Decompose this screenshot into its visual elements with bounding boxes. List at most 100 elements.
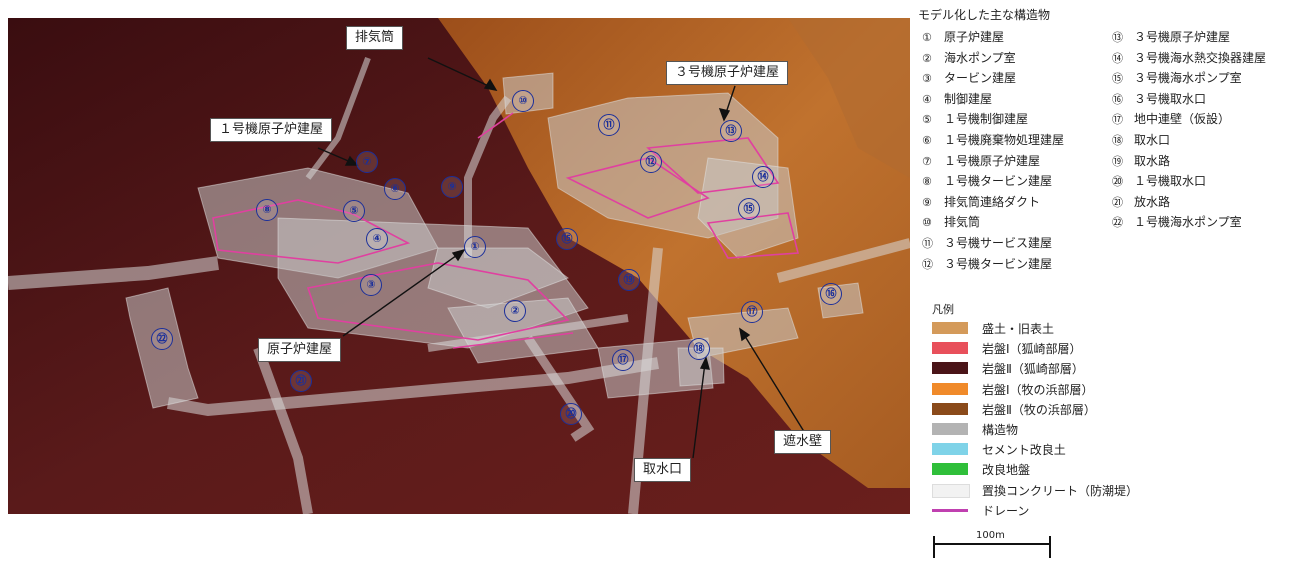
structure-label: 排気筒 [944, 215, 981, 230]
key-swatch [932, 342, 968, 355]
callout-water-intake: 取水口 [634, 458, 692, 482]
marker-20: ⑳ [560, 403, 582, 425]
structure-item: ⑪ ３号機サービス建屋 [922, 234, 1052, 251]
key-label: 岩盤Ⅰ（牧の浜部層） [982, 382, 1094, 397]
structure-marker: ⑨ [922, 195, 932, 209]
structure-label: タービン建屋 [944, 71, 1017, 86]
marker-15: ⑮ [738, 198, 760, 220]
site-model-rendering [7, 18, 912, 515]
structure-label: ３号機海水ポンプ室 [1134, 71, 1242, 86]
key-label: 岩盤Ⅰ（狐崎部層） [982, 342, 1082, 357]
structure-label: １号機取水口 [1134, 174, 1207, 189]
structure-label: ３号機取水口 [1134, 91, 1207, 106]
key-title: 凡例 [932, 303, 954, 316]
structure-label: 制御建屋 [944, 91, 993, 106]
marker-4: ④ [366, 228, 388, 250]
structure-marker: ⑯ [1112, 92, 1123, 106]
marker-5: ⑤ [343, 200, 365, 222]
marker-6: ⑥ [384, 178, 406, 200]
marker-22: ㉒ [151, 328, 173, 350]
structure-marker: ⑦ [922, 154, 932, 168]
key-swatch [932, 322, 968, 334]
structure-label: ３号機タービン建屋 [944, 256, 1053, 271]
key-label: セメント改良土 [982, 443, 1066, 458]
structure-item: ⑭ ３号機海水熱交換器建屋 [1112, 49, 1266, 66]
marker-15-secondary: ⑮ [556, 228, 578, 250]
pipework [7, 56, 912, 515]
site-model-view: 排気筒 ３号機原子炉建屋 １号機原子炉建屋 原子炉建屋 取水口 遮水壁 ① ② … [7, 18, 912, 515]
structure-label: １号機廃棄物処理建屋 [944, 133, 1065, 147]
structure-label: 海水ポンプ室 [944, 50, 1016, 65]
marker-9: ⑨ [441, 176, 463, 198]
key-swatch [932, 483, 970, 498]
marker-18: ⑱ [688, 338, 710, 360]
key-swatch [932, 463, 968, 476]
structure-marker: ㉑ [1112, 195, 1123, 209]
structure-label: 取水路 [1134, 153, 1171, 168]
structure-item: ② 海水ポンプ室 [922, 49, 1016, 66]
structure-item: ⑲ 取水路 [1112, 152, 1170, 169]
structure-marker: ⑩ [922, 216, 932, 230]
structures-list-title: モデル化した主な構造物 [918, 8, 1051, 22]
structure-label: 取水口 [1134, 133, 1171, 147]
structure-label: 原子炉建屋 [944, 30, 1005, 44]
structure-marker: ㉒ [1112, 216, 1123, 230]
structure-marker: ④ [922, 92, 932, 106]
callout-unit1-reactor-building: １号機原子炉建屋 [210, 118, 333, 142]
structure-label: ３号機海水熱交換器建屋 [1134, 50, 1267, 65]
marker-1: ① [464, 236, 486, 258]
structure-label: 地中連壁（仮設） [1134, 112, 1231, 127]
key-label: 岩盤Ⅱ（牧の浜部層） [982, 402, 1096, 417]
scale-bar-label: 100m [976, 530, 1005, 541]
callout-exhaust-stack: 排気筒 [346, 26, 404, 50]
structure-label: １号機海水ポンプ室 [1134, 215, 1242, 230]
key-label: 岩盤Ⅱ（狐崎部層） [982, 362, 1084, 377]
key-swatch [932, 362, 968, 375]
marker-2: ② [504, 300, 526, 322]
marker-12: ⑫ [640, 151, 662, 173]
structure-marker: ③ [922, 72, 932, 86]
marker-16: ⑯ [820, 283, 842, 305]
marker-21: ㉑ [290, 370, 312, 392]
structure-marker: ⑪ [922, 237, 933, 250]
key-swatch [932, 402, 968, 415]
marker-10: ⑩ [512, 90, 534, 112]
structure-label: ３号機サービス建屋 [944, 236, 1053, 250]
structure-marker: ① [922, 31, 932, 44]
callout-reactor-building: 原子炉建屋 [258, 338, 342, 362]
structure-marker: ⑭ [1112, 51, 1123, 65]
key-label: 構造物 [982, 423, 1019, 437]
structure-marker: ② [922, 51, 932, 65]
scale-bar [933, 536, 1051, 558]
structure-marker: ⑬ [1112, 31, 1123, 44]
structure-item: ⑯ ３号機取水口 [1112, 90, 1206, 107]
structure-marker: ⑤ [922, 113, 932, 127]
structure-item: ③ タービン建屋 [922, 69, 1016, 86]
structure-item: ㉒ １号機海水ポンプ室 [1112, 213, 1242, 230]
callout-leaders [317, 57, 809, 459]
marker-7: ⑦ [356, 151, 378, 173]
key-swatch [932, 508, 968, 512]
drain-lines [212, 112, 800, 349]
marker-13: ⑬ [720, 120, 742, 142]
structure-marker: ⑲ [1112, 154, 1123, 168]
key-label: 盛土・旧表土 [982, 322, 1055, 336]
structure-item: ⑩ 排気筒 [922, 213, 980, 230]
legend-panel: モデル化した主な構造物 ① 原子炉建屋 ② 海水ポンプ室 ③ タービン建屋 ④ 制御建屋 ⑤ １号… [918, 0, 1303, 563]
key-swatch [932, 423, 968, 435]
key-label: ドレーン [982, 503, 1030, 518]
structure-label: １号機タービン建屋 [944, 174, 1053, 189]
marker-8: ⑧ [256, 199, 278, 221]
key-swatch [932, 382, 968, 395]
